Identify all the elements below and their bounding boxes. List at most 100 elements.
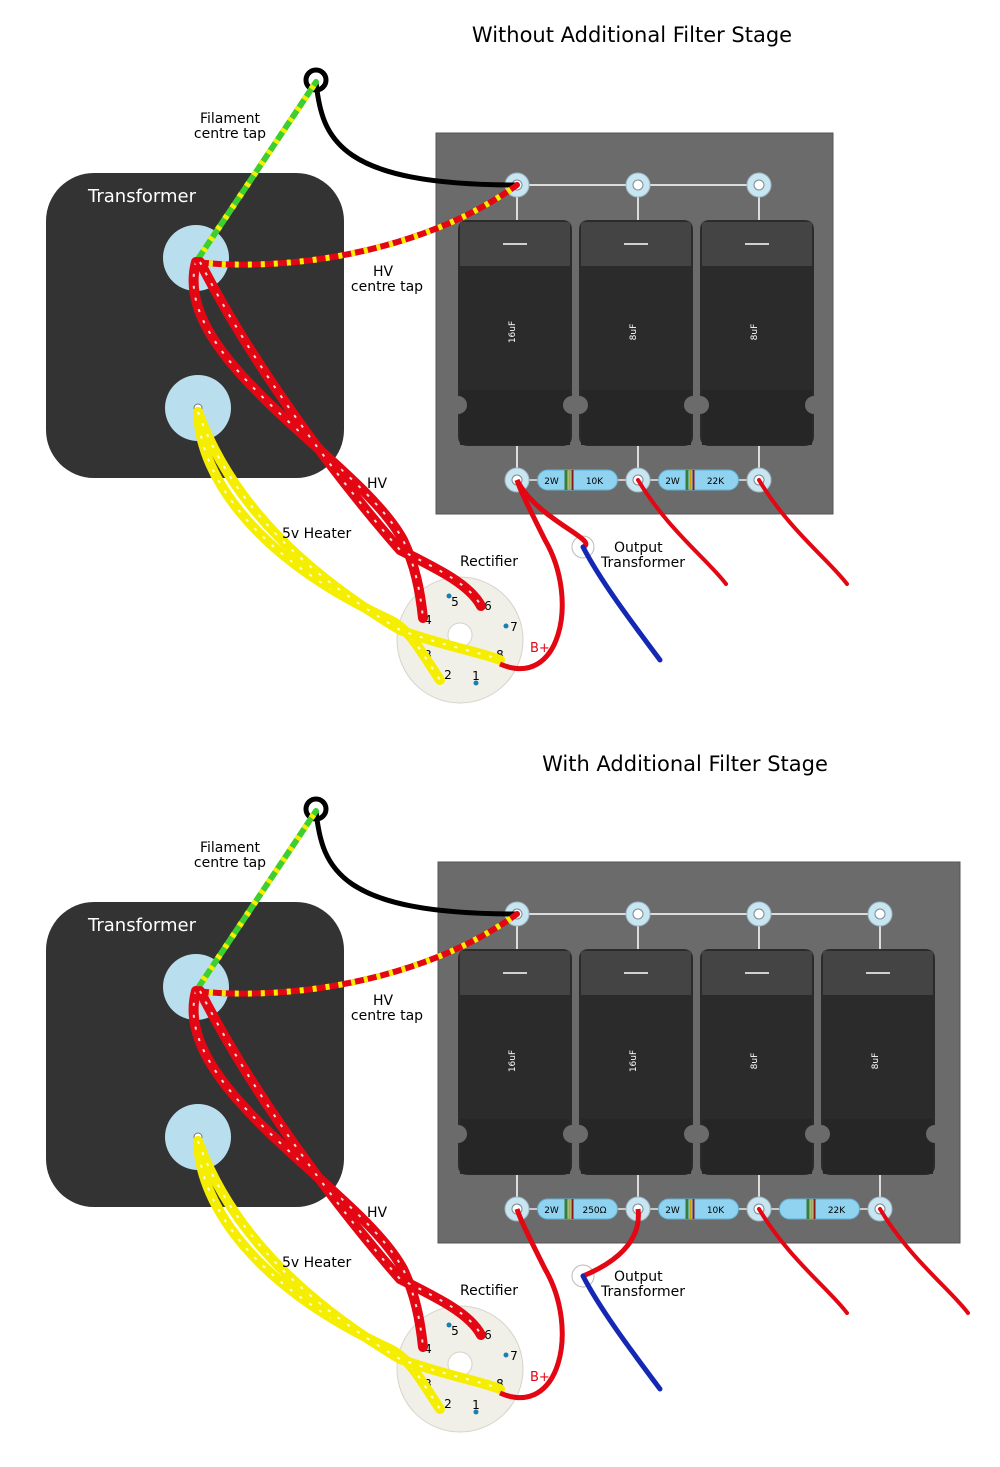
- hv-ct-wire[interactable]: [193, 182, 520, 268]
- rectifier-pin-label-4: 4: [424, 1342, 432, 1356]
- capacitor-3: 8uF: [691, 949, 823, 1175]
- rectifier-pin-label-2: 2: [444, 668, 452, 682]
- resistor-2-value: 22K: [707, 477, 725, 487]
- filament-label-line-1: Filament: [200, 840, 261, 856]
- ground-terminal-2[interactable]: [625, 901, 651, 927]
- rectifier-label: Rectifier: [460, 1283, 518, 1299]
- heater-wire-a[interactable]: [193, 1136, 445, 1414]
- ground-terminal-3-hole: [753, 908, 765, 920]
- resistor-3: 22K: [771, 1198, 868, 1220]
- bplus-label: B+: [530, 1370, 550, 1385]
- hv-label: HV: [367, 476, 388, 492]
- capacitor-4-body: [821, 949, 935, 1175]
- rectifier-pin-7: [503, 1352, 509, 1358]
- hv-ct-wire-stripe: [195, 911, 519, 997]
- capacitor-1-base: [460, 1119, 570, 1174]
- resistor-2-band-1: [685, 470, 689, 490]
- filament-ct-wire[interactable]: [193, 79, 319, 265]
- capacitor-2-body: [579, 220, 693, 446]
- resistor-1-body: [537, 1198, 618, 1220]
- capacitor-4-notch-r: [926, 1125, 944, 1143]
- tail-wire-3[interactable]: [757, 1207, 849, 1315]
- tail-wire-2[interactable]: [636, 478, 728, 586]
- ground-terminal-4[interactable]: [867, 901, 893, 927]
- capacitor-4-base: [823, 1119, 933, 1174]
- capacitor-1: 16uF: [449, 949, 581, 1175]
- capacitor-1-label: 16uF: [508, 1050, 518, 1072]
- capacitor-1-label: 16uF: [508, 321, 518, 343]
- heater-wire-b[interactable]: [193, 407, 505, 665]
- hv-wire-b[interactable]: [195, 986, 486, 1340]
- output-red-wire[interactable]: [582, 1208, 641, 1279]
- heater-label: 5v Heater: [282, 1255, 351, 1271]
- rectifier-pin-label-6: 6: [484, 599, 492, 613]
- resistor-2-band-1: [685, 1199, 689, 1219]
- bplus-wire[interactable]: [499, 1208, 565, 1401]
- heater-wire-a[interactable]: [193, 407, 445, 685]
- resistor-2-body: [658, 469, 739, 491]
- tail-wire-4[interactable]: [878, 1207, 970, 1315]
- output-blue-wire[interactable]: [580, 544, 663, 663]
- hv-wire-b-twist: [199, 261, 482, 607]
- ground-wire[interactable]: [313, 810, 518, 917]
- rectifier-pin-1: [473, 680, 479, 686]
- hv-wire-a[interactable]: [188, 986, 428, 1352]
- filament-ct-wire-core: [193, 808, 319, 994]
- ground-wire[interactable]: [313, 81, 518, 188]
- ground-terminal-3[interactable]: [746, 172, 772, 198]
- resistor-1-body: [537, 469, 618, 491]
- hv-wire-a[interactable]: [188, 257, 428, 623]
- transformer-label: Transformer: [87, 186, 197, 207]
- heater-wire-b[interactable]: [193, 1136, 505, 1394]
- output-blue-wire[interactable]: [580, 1273, 663, 1392]
- capacitor-1-notch-l: [449, 396, 467, 414]
- ground-terminal-4-hole: [874, 908, 886, 920]
- rectifier-pin-label-2: 2: [444, 1397, 452, 1411]
- capacitor-2-notch-l: [570, 396, 588, 414]
- rectifier-label: Rectifier: [460, 554, 518, 570]
- resistor-2-watt: 2W: [665, 1206, 680, 1216]
- heater-wire-a-twist: [197, 1140, 441, 1410]
- hv-wire-b-twist: [199, 990, 482, 1336]
- heater-wire-b-twist: [197, 1140, 501, 1390]
- hv-wire-b[interactable]: [195, 257, 486, 611]
- output-label-line-2: Transformer: [600, 555, 685, 571]
- resistor-2: 2W 22K: [650, 469, 747, 491]
- ground-terminal-2-hole: [632, 908, 644, 920]
- resistor-1-watt: 2W: [544, 1206, 559, 1216]
- resistor-1-watt: 2W: [544, 477, 559, 487]
- filament-label-line-2: centre tap: [194, 126, 266, 142]
- capacitor-1-notch-l: [449, 1125, 467, 1143]
- hv-ct-wire[interactable]: [193, 911, 520, 997]
- resistor-3-body: [779, 1198, 860, 1220]
- panel-title: With Additional Filter Stage: [542, 752, 828, 776]
- hv-ct-label-line-2: centre tap: [351, 1008, 423, 1024]
- rectifier-pin-5: [446, 1322, 452, 1328]
- capacitor-2-body: [579, 949, 693, 1175]
- transformer-label: Transformer: [87, 915, 197, 936]
- bplus-wire[interactable]: [499, 479, 565, 672]
- capacitor-3: 8uF: [691, 220, 823, 446]
- resistor-2-watt: 2W: [665, 477, 680, 487]
- ground-terminal-2[interactable]: [625, 172, 651, 198]
- resistor-3-value: 22K: [828, 1206, 846, 1216]
- rectifier-pin-label-6: 6: [484, 1328, 492, 1342]
- rectifier-pin-label-4: 4: [424, 613, 432, 627]
- resistor-1-band-1: [564, 1199, 568, 1219]
- tail-wire-3[interactable]: [757, 478, 849, 586]
- capacitor-2-base: [581, 390, 691, 445]
- capacitor-4: 8uF: [812, 949, 944, 1175]
- ground-terminal-3[interactable]: [746, 901, 772, 927]
- capacitor-3-body: [700, 220, 814, 446]
- hv-ct-wire-stripe: [195, 182, 519, 268]
- resistor-2-body: [658, 1198, 739, 1220]
- capacitor-3-notch-l: [691, 1125, 709, 1143]
- bplus-label: B+: [530, 641, 550, 656]
- capacitor-2-label: 16uF: [629, 1050, 639, 1072]
- output-red-wire[interactable]: [514, 478, 589, 550]
- capacitor-1-body: [458, 220, 572, 446]
- resistor-1-value: 10K: [586, 477, 604, 487]
- capacitor-4-label: 8uF: [871, 1053, 881, 1070]
- filament-ct-wire-core: [193, 79, 319, 265]
- filament-ct-wire[interactable]: [193, 808, 319, 994]
